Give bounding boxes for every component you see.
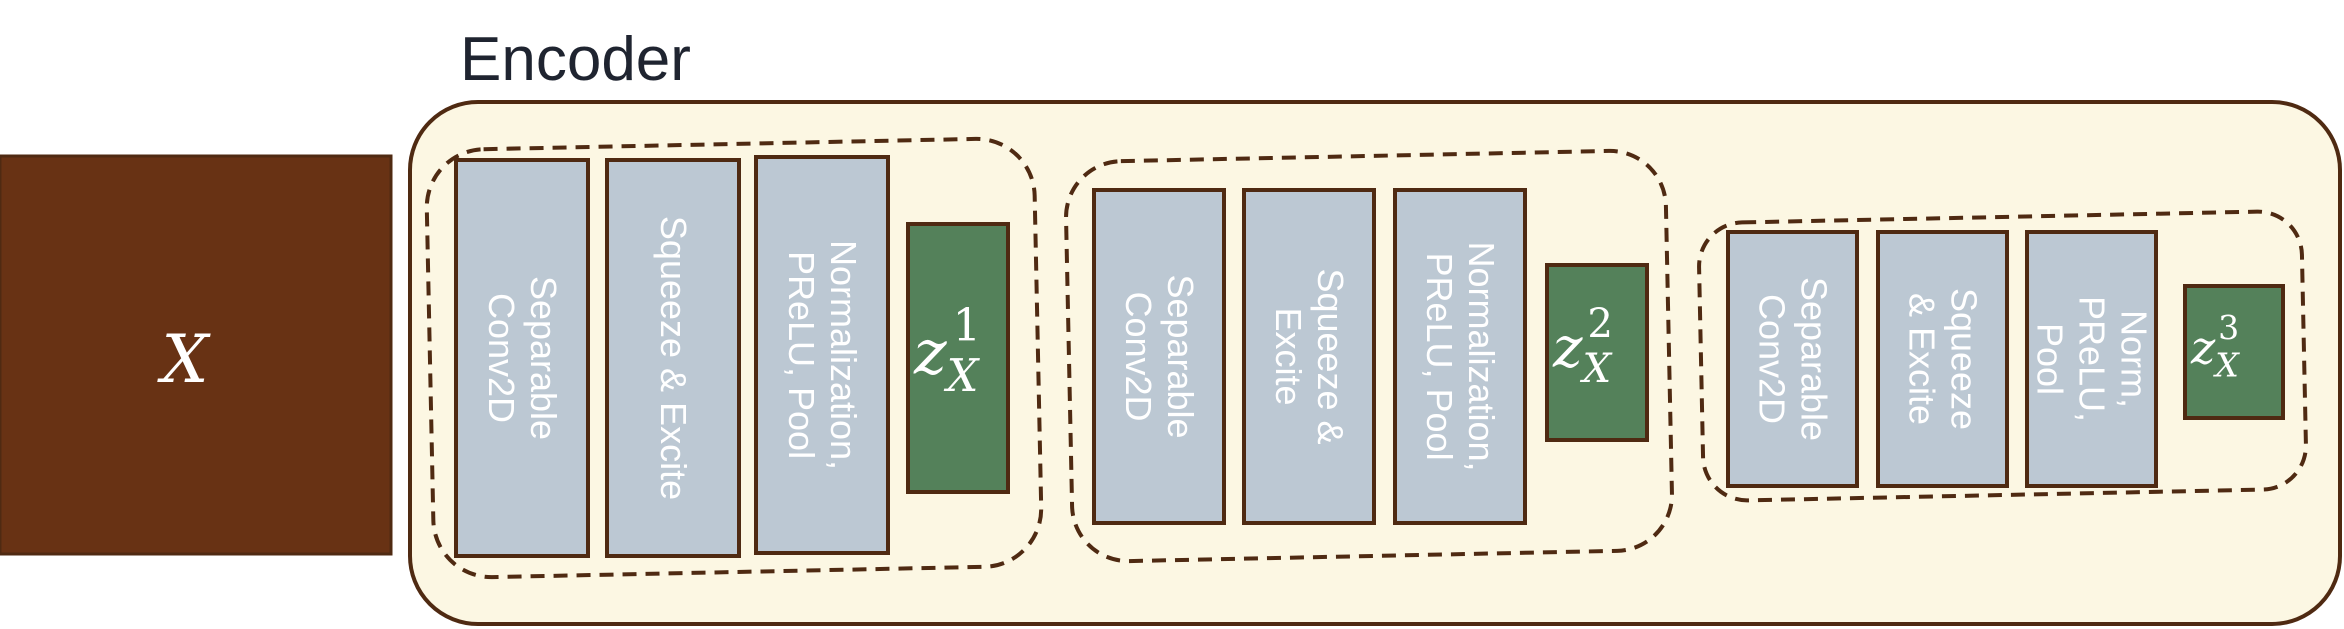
layer-block-label-line: PReLU, <box>2072 296 2113 422</box>
layer-block-label-line: Norm, <box>2114 310 2155 408</box>
layer-block-label: Normalization,PReLU, Pool <box>781 240 864 470</box>
encoder-stage-1: SeparableConv2D Squeeze & Excite Normaliza… <box>424 136 1044 580</box>
layer-block <box>1393 188 1527 525</box>
layer-block-label-line: Separable <box>1794 277 1835 441</box>
latent-label-superscript: 2 <box>1587 300 1613 347</box>
latent-label-subscript: X <box>2212 345 2240 384</box>
layer-block-label: SeparableConv2D <box>1118 274 1201 438</box>
encoder-stage-3: SeparableConv2D Squeeze& Excite Norm,PReLU… <box>1697 209 2308 503</box>
layer-block-label-line: Conv2D <box>1118 291 1159 421</box>
latent-label-subscript: X <box>1580 345 1614 392</box>
latent-label: zX <box>2190 321 2240 385</box>
layer-block <box>605 158 741 558</box>
layer-block-label: Norm,PReLU,Pool <box>2030 296 2155 422</box>
layer-block <box>1242 188 1376 525</box>
layer-block-label: Squeeze& Excite <box>1902 288 1985 430</box>
layer-block-label: Squeeze & Excite <box>653 216 694 500</box>
input-block <box>0 154 393 556</box>
layer-block-label-line: Squeeze <box>1944 288 1985 430</box>
stage-dashed-outline <box>1697 209 2308 503</box>
layer-block-label: SeparableConv2D <box>1752 277 1835 441</box>
encoder-title: Encoder <box>460 25 691 94</box>
stage-dashed-outline <box>1064 148 1674 564</box>
layer-block-label: Normalization,PReLU, Pool <box>1419 241 1502 471</box>
layer-block-label: SeparableConv2D <box>481 276 564 440</box>
layer-block-label-line: Conv2D <box>1752 294 1793 424</box>
layer-block-label-line: & Excite <box>1902 293 1943 425</box>
latent-label-subscript: X <box>944 350 981 402</box>
latent-block <box>2183 284 2285 420</box>
encoder-stage-2: SeparableConv2D Squeeze &Excite Normalizat… <box>1064 148 1674 564</box>
layer-block-label-line: Separable <box>523 276 564 440</box>
latent-label: zX <box>913 316 981 402</box>
layer-block-label-line: Pool <box>2030 323 2071 395</box>
layer-block-label-line: Conv2D <box>481 293 522 423</box>
layer-block <box>1092 188 1226 525</box>
layer-block-label-line: Normalization, <box>1461 241 1502 471</box>
stage-dashed-outline <box>424 136 1044 580</box>
layer-block <box>754 155 890 555</box>
latent-label-base: z <box>913 316 947 389</box>
layer-block-label-line: Squeeze & Excite <box>653 216 694 500</box>
layer-block <box>1726 230 1859 488</box>
layer-block-label-line: PReLU, Pool <box>781 251 822 459</box>
layer-block <box>1876 230 2009 488</box>
layer-block <box>454 158 590 558</box>
input-label: X <box>157 321 212 398</box>
latent-label-base: z <box>2190 321 2216 375</box>
latent-label-superscript: 3 <box>2218 308 2239 347</box>
layer-block-label-line: Squeeze & <box>1310 268 1351 444</box>
latent-label-base: z <box>1552 316 1583 381</box>
layer-block <box>2025 230 2158 488</box>
latent-block <box>906 222 1010 494</box>
layer-block-label-line: Separable <box>1160 274 1201 438</box>
layer-block-label-line: Excite <box>1268 307 1309 405</box>
latent-label-superscript: 1 <box>953 300 981 352</box>
layer-block-label: Squeeze &Excite <box>1268 268 1351 444</box>
latent-label: zX <box>1552 316 1614 393</box>
layer-block-label-line: PReLU, Pool <box>1419 252 1460 460</box>
latent-block <box>1545 263 1649 442</box>
layer-block-label-line: Normalization, <box>823 240 864 470</box>
